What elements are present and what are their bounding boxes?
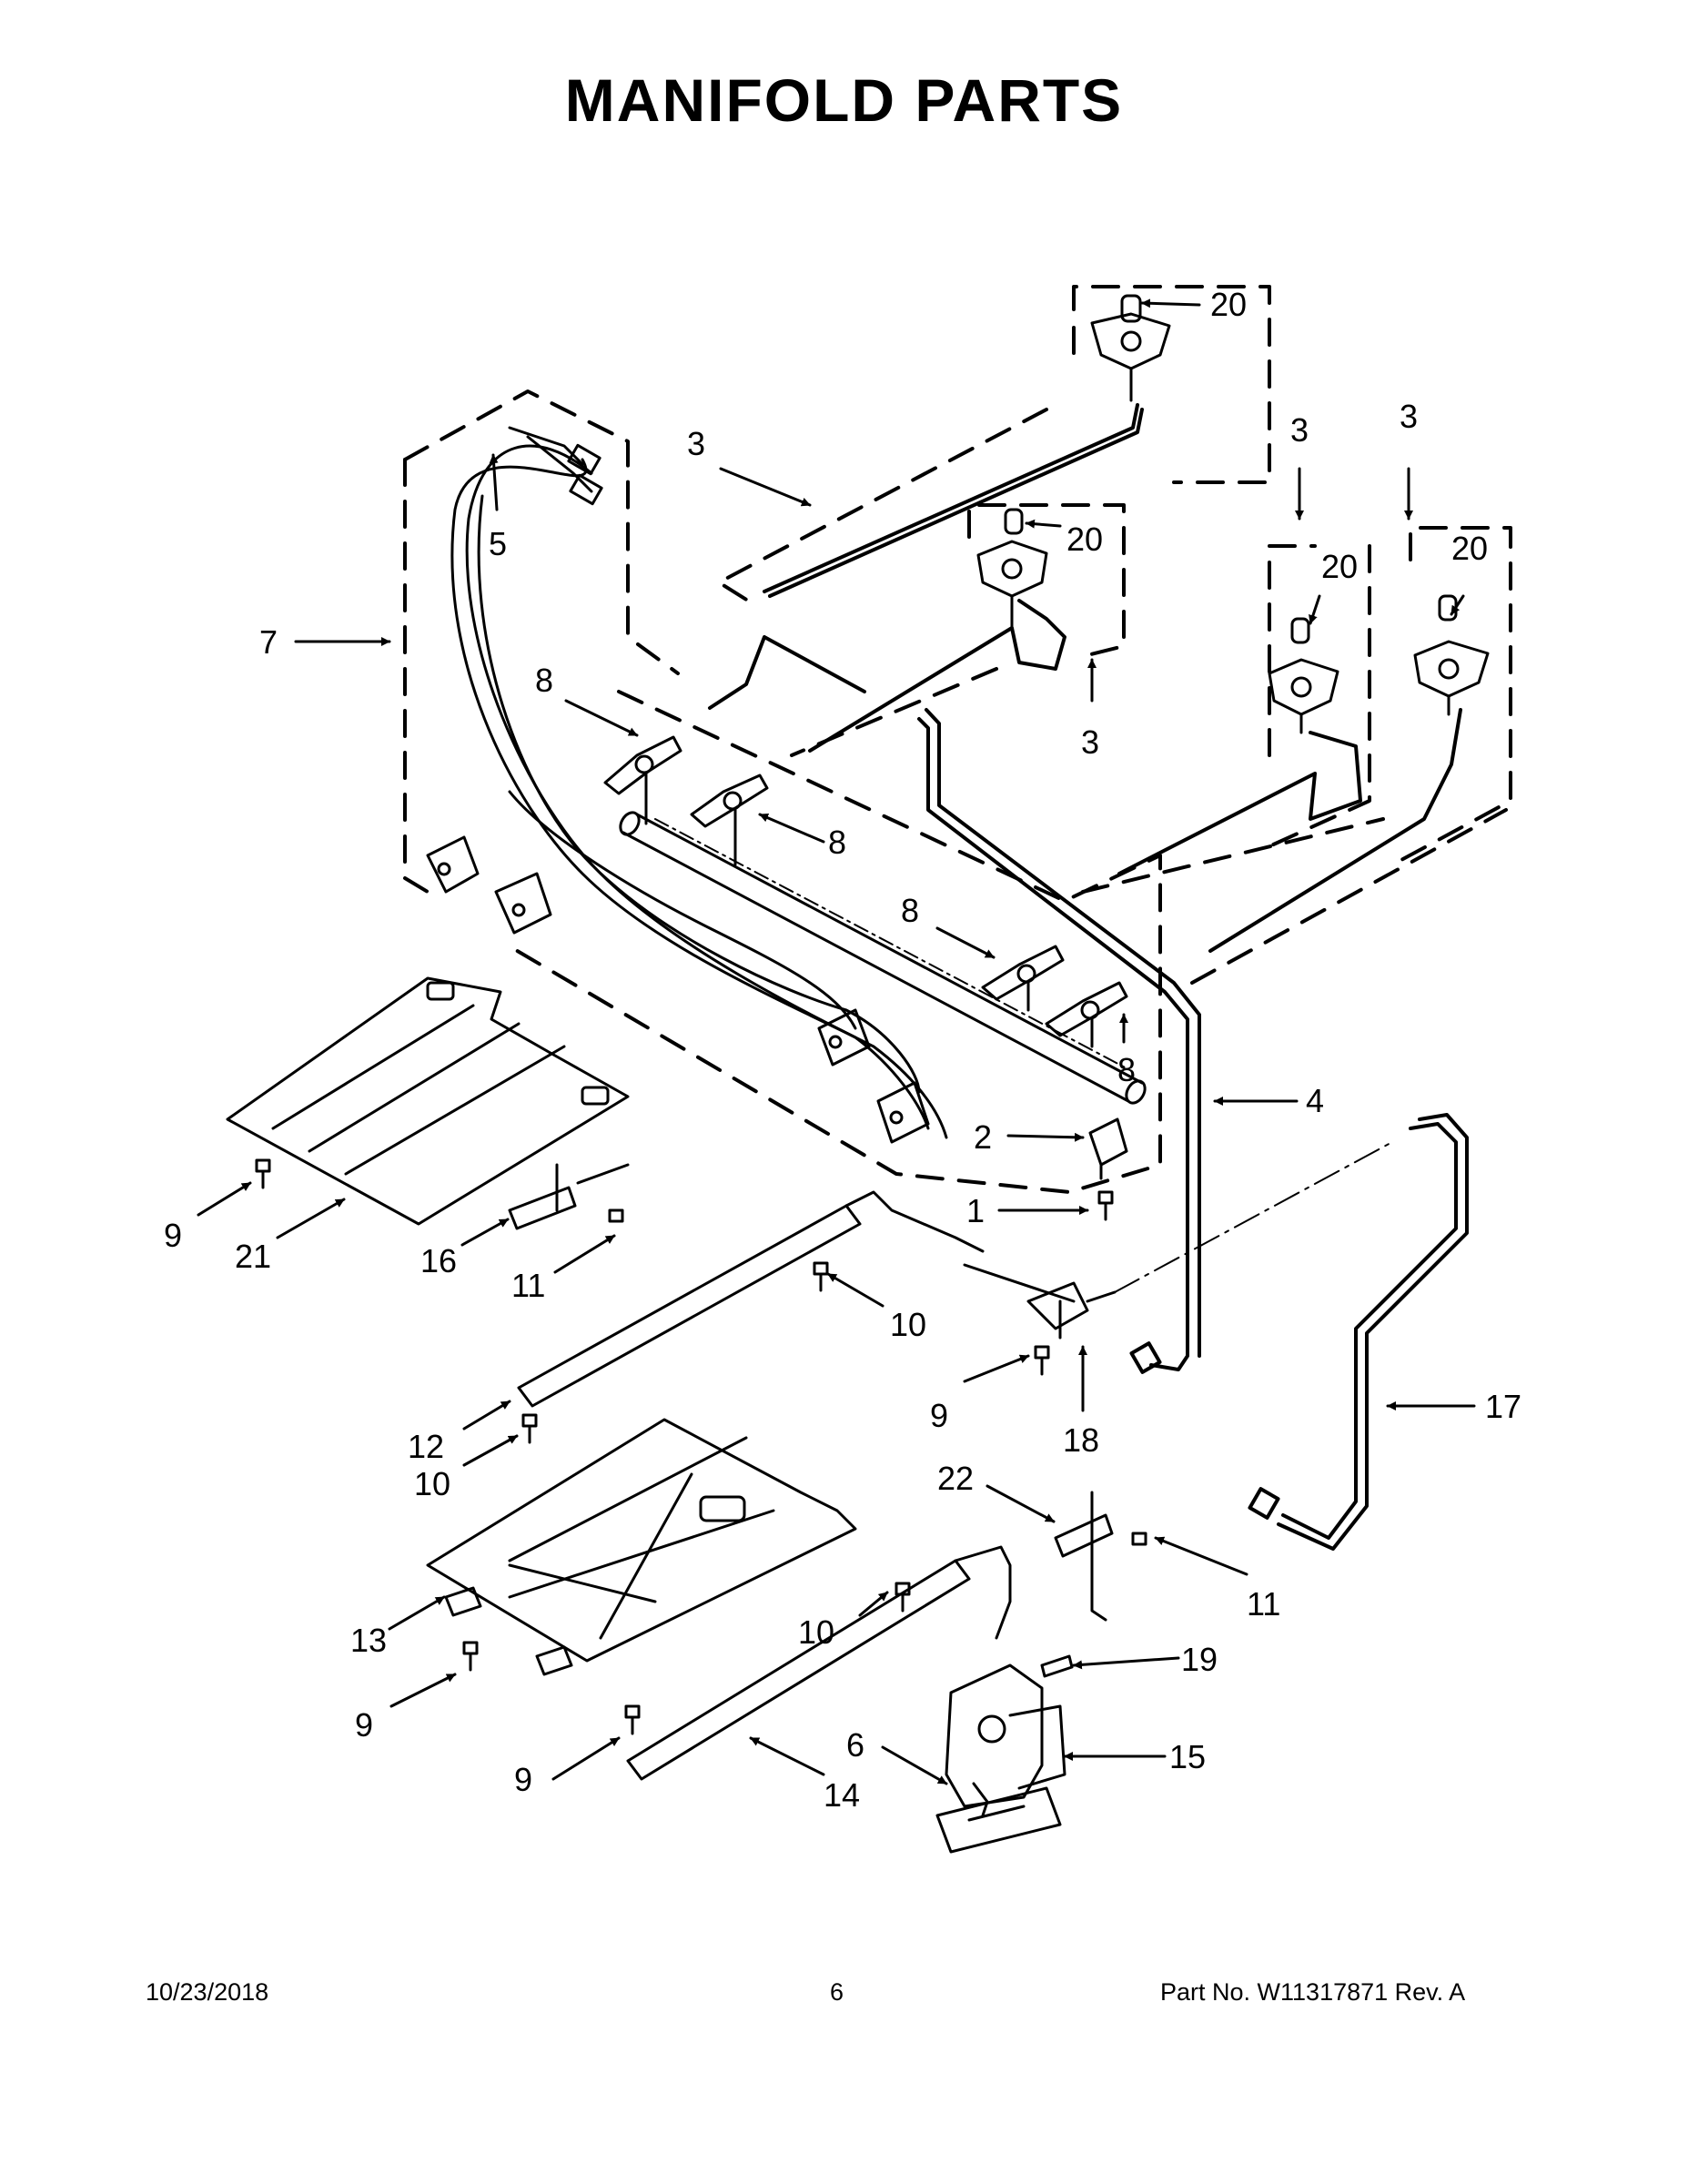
screw-9-upper xyxy=(255,1158,271,1189)
screw-11-a xyxy=(608,1208,624,1223)
callout-8: 8 xyxy=(828,824,846,861)
screw-1 xyxy=(1097,1190,1114,1221)
top-burner-valve-upper xyxy=(1090,294,1171,402)
dashed-outline-harness xyxy=(403,389,1162,1194)
top-burner-valve-middle xyxy=(976,508,1048,630)
callout-7: 7 xyxy=(259,623,278,661)
lower-bake-burner xyxy=(626,1545,1012,1781)
callout-13: 13 xyxy=(350,1622,387,1659)
callout-17: 17 xyxy=(1485,1388,1521,1425)
wiring-harness xyxy=(426,426,948,1144)
main-gas-supply-tube xyxy=(917,708,1201,1374)
upper-bake-burner xyxy=(517,1190,1076,1408)
callout-14: 14 xyxy=(824,1776,860,1814)
callout-20: 20 xyxy=(1066,521,1103,558)
callout-9: 9 xyxy=(355,1706,373,1744)
orifice-holder-18 xyxy=(1026,1281,1117,1340)
callout-4: 4 xyxy=(1306,1082,1324,1119)
callout-20: 20 xyxy=(1210,286,1247,323)
callout-5: 5 xyxy=(489,525,507,562)
oven-baffle xyxy=(426,1418,857,1676)
footer-date: 10/23/2018 xyxy=(146,1978,269,2006)
callout-8: 8 xyxy=(901,892,919,929)
manifold-bracket xyxy=(1088,1117,1128,1180)
callout-21: 21 xyxy=(235,1238,271,1275)
callout-1: 1 xyxy=(966,1192,985,1229)
dashed-outline-top-right-valve xyxy=(717,285,1271,607)
footer-page-number: 6 xyxy=(830,1978,844,2006)
callout-3: 3 xyxy=(1290,411,1309,449)
callout-19: 19 xyxy=(1181,1641,1218,1678)
callout-18: 18 xyxy=(1063,1421,1099,1459)
callout-20: 20 xyxy=(1321,548,1358,585)
callout-8: 8 xyxy=(1117,1051,1136,1088)
gas-tube-right-a xyxy=(1117,731,1362,875)
callout-3: 3 xyxy=(687,425,705,462)
callout-labels: 20 3 3 3 5 20 20 20 7 8 3 8 8 8 4 2 1 9 … xyxy=(164,286,1521,1814)
callout-2: 2 xyxy=(974,1118,992,1156)
callout-11: 11 xyxy=(511,1267,545,1304)
igniter-lower xyxy=(1054,1491,1114,1622)
oven-supply-tube xyxy=(1248,1113,1469,1551)
screw-9-lower-b xyxy=(624,1704,641,1735)
callout-22: 22 xyxy=(937,1460,974,1497)
callout-9: 9 xyxy=(164,1217,182,1254)
manifold-valve-1 xyxy=(603,735,682,825)
callout-8: 8 xyxy=(535,662,553,699)
screw-10-c xyxy=(895,1582,911,1613)
heat-shield xyxy=(226,976,630,1226)
gas-tube-right-b xyxy=(1208,708,1462,953)
screw-10-a xyxy=(813,1261,829,1292)
screw-9-lower-a xyxy=(462,1641,479,1672)
top-burner-valve-right-a xyxy=(1268,617,1339,734)
callout-16: 16 xyxy=(420,1242,457,1279)
callout-20: 20 xyxy=(1451,530,1488,567)
screw-19 xyxy=(1040,1654,1074,1678)
page-title: MANIFOLD PARTS xyxy=(564,66,1124,134)
callout-10: 10 xyxy=(890,1306,926,1343)
screw-9-mid xyxy=(1034,1345,1050,1376)
manifold-valve-2 xyxy=(690,774,769,866)
callout-12: 12 xyxy=(408,1428,444,1465)
callout-6: 6 xyxy=(846,1726,864,1764)
regulator-label xyxy=(935,1786,1062,1854)
igniter-upper xyxy=(508,1163,630,1230)
callout-11: 11 xyxy=(1247,1585,1280,1623)
callout-10: 10 xyxy=(798,1613,834,1651)
callout-10: 10 xyxy=(414,1465,450,1502)
pressure-regulator xyxy=(945,1663,1066,1817)
callout-9: 9 xyxy=(514,1761,532,1798)
centerline-upper xyxy=(1114,1141,1393,1293)
callout-3: 3 xyxy=(1400,398,1418,435)
screw-11-b xyxy=(1131,1532,1147,1546)
footer-part-number: Part No. W11317871 Rev. A xyxy=(1160,1978,1466,2006)
manifold-valve-4 xyxy=(1045,981,1128,1048)
dashed-outline-right-valve-b xyxy=(1190,526,1512,985)
screw-10-b xyxy=(521,1413,538,1444)
callout-9: 9 xyxy=(930,1397,948,1434)
leader-arrows xyxy=(197,298,1476,1785)
manifold-valve-3 xyxy=(981,945,1065,1012)
callout-15: 15 xyxy=(1169,1738,1206,1775)
gas-tube-upper xyxy=(763,403,1144,598)
dashed-outline-right-valve-a xyxy=(1081,544,1385,894)
callout-3: 3 xyxy=(1081,723,1099,761)
